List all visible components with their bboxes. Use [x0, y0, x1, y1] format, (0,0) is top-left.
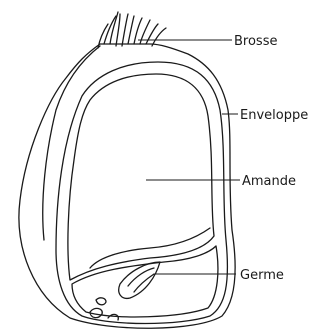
grain-side-ridge [43, 46, 100, 240]
label-endosperm: Amande [242, 174, 296, 189]
brush-hairs [98, 12, 166, 48]
scutellum-curve [90, 228, 210, 268]
grain-outer-outline [19, 44, 235, 328]
label-envelope: Enveloppe [240, 108, 308, 123]
label-germ: Germe [240, 268, 284, 283]
label-brush: Brosse [234, 34, 277, 49]
